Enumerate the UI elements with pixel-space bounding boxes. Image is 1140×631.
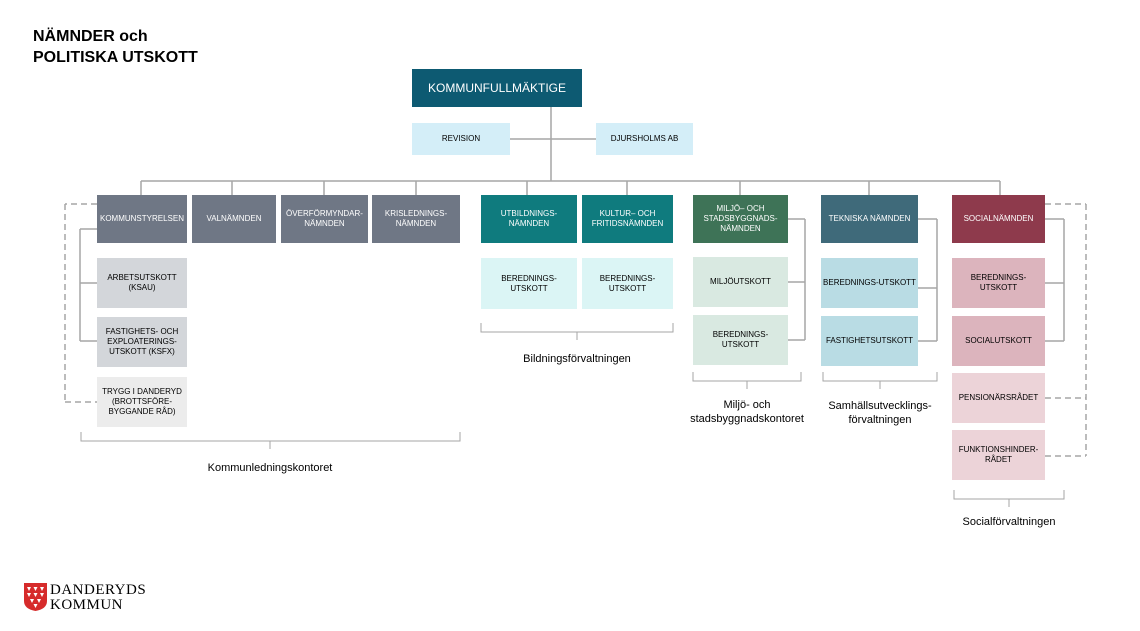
revision-box: REVISION [412, 123, 510, 155]
socialutskott-box: SOCIALUTSKOTT [952, 316, 1045, 366]
miljo-beredningsutskott-box: BEREDNINGS-UTSKOTT [693, 315, 788, 365]
pensionarsradet-box: PENSIONÄRSRÅDET [952, 373, 1045, 423]
krisledningsnamnden-box: KRISLEDNINGS-NÄMNDEN [372, 195, 460, 243]
tekniska-beredningsutskott-box: BEREDNINGS-UTSKOTT [821, 258, 918, 308]
socialnamnden-box: SOCIALNÄMNDEN [952, 195, 1045, 243]
logo-line-2: KOMMUN [50, 597, 124, 613]
samhall-line-2: förvaltningen [848, 414, 912, 426]
page-title-line-2: POLITISKA UTSKOTT [33, 49, 198, 66]
trygg-i-danderyd-box: TRYGG I DANDERYD (BROTTSFÖRE-BYGGANDE RÅ… [97, 377, 187, 427]
danderyd-coat-of-arms-icon [24, 583, 47, 611]
bildningsforvaltningen-label: Bildningsförvaltningen [523, 353, 631, 365]
logo-wordmark: DANDERYDS KOMMUN [50, 583, 146, 613]
kommunstyrelsen-box: KOMMUNSTYRELSEN [97, 195, 187, 243]
socialforvaltningen-label: Socialförvaltningen [962, 516, 1056, 528]
miljo-och-stadsbyggnadsnamnden-box: MILJÖ– OCH STADSBYGGNADS-NÄMNDEN [693, 195, 788, 243]
social-beredningsutskott-box: BEREDNINGS-UTSKOTT [952, 258, 1045, 308]
miljo-kontor-line-1: Miljö- och [723, 399, 771, 411]
samhallsutvecklingsforvaltningen-label: Samhällsutvecklings- förvaltningen [810, 399, 950, 427]
utbildning-beredningsutskott-box: BEREDNINGS-UTSKOTT [481, 258, 577, 309]
funktionshinderradet-box: FUNKTIONSHINDER-RÅDET [952, 430, 1045, 480]
arbetsutskott-ksau-box: ARBETSUTSKOTT (KSAU) [97, 258, 187, 308]
kultur-beredningsutskott-box: BEREDNINGS-UTSKOTT [582, 258, 673, 309]
logo-line-1: DANDERYDS [50, 582, 147, 598]
djursholms-ab-box: DJURSHOLMS AB [596, 123, 693, 155]
miljo-och-stadsbyggnadskontoret-label: Miljö- och stadsbyggnadskontoret [677, 398, 817, 426]
miljo-kontor-line-2: stadsbyggnadskontoret [690, 413, 804, 425]
page-title: NÄMNDER och POLITISKA UTSKOTT [33, 26, 198, 68]
kommunledningskontoret-label: Kommunledningskontoret [207, 462, 333, 474]
kommunfullmaktige-box: KOMMUNFULLMÄKTIGE [412, 69, 582, 107]
tekniska-namnden-box: TEKNISKA NÄMNDEN [821, 195, 918, 243]
fastighetsutskott-box: FASTIGHETSUTSKOTT [821, 316, 918, 366]
overformyndarnamnden-box: ÖVERFÖRMYNDAR-NÄMNDEN [281, 195, 368, 243]
utbildningsnamnden-box: UTBILDNINGS-NÄMNDEN [481, 195, 577, 243]
miljoutskott-box: MILJÖUTSKOTT [693, 257, 788, 307]
page-title-line-1: NÄMNDER och [33, 28, 148, 45]
valnamnden-box: VALNÄMNDEN [192, 195, 276, 243]
fastighets-och-exploateringsutskott-box: FASTIGHETS- OCH EXPLOATERINGS-UTSKOTT (K… [97, 317, 187, 367]
samhall-line-1: Samhällsutvecklings- [828, 400, 932, 412]
kultur-och-fritidsnamnden-box: KULTUR– OCH FRITIDSNÄMNDEN [582, 195, 673, 243]
